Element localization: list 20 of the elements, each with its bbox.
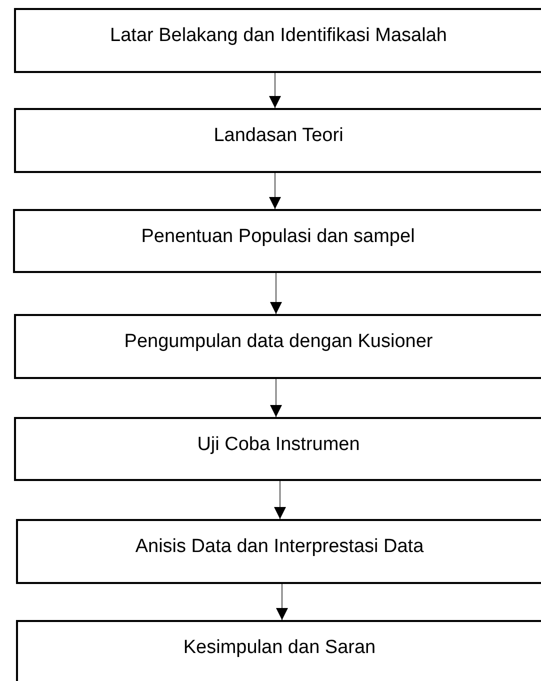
step-label: Kesimpulan dan Saran (183, 636, 376, 660)
step-label: Uji Coba Instrumen (197, 433, 360, 457)
arrow (274, 480, 286, 520)
step-label: Landasan Teori (214, 124, 344, 148)
process-box (16, 620, 541, 681)
arrow (276, 584, 288, 620)
step-label: Pengumpulan data dengan Kusioner (124, 330, 433, 354)
process-box (14, 417, 541, 481)
process-box (14, 108, 541, 173)
arrow (270, 272, 282, 314)
arrow (270, 378, 282, 418)
process-box (14, 8, 541, 73)
process-box (13, 209, 541, 273)
step-label: Penentuan Populasi dan sampel (141, 225, 415, 249)
step-label: Latar Belakang dan Identifikasi Masalah (110, 24, 447, 48)
arrow (269, 72, 281, 108)
process-box (14, 314, 541, 379)
step-label: Anisis Data dan Interprestasi Data (135, 535, 424, 559)
process-box (16, 519, 541, 584)
arrow (269, 172, 281, 210)
